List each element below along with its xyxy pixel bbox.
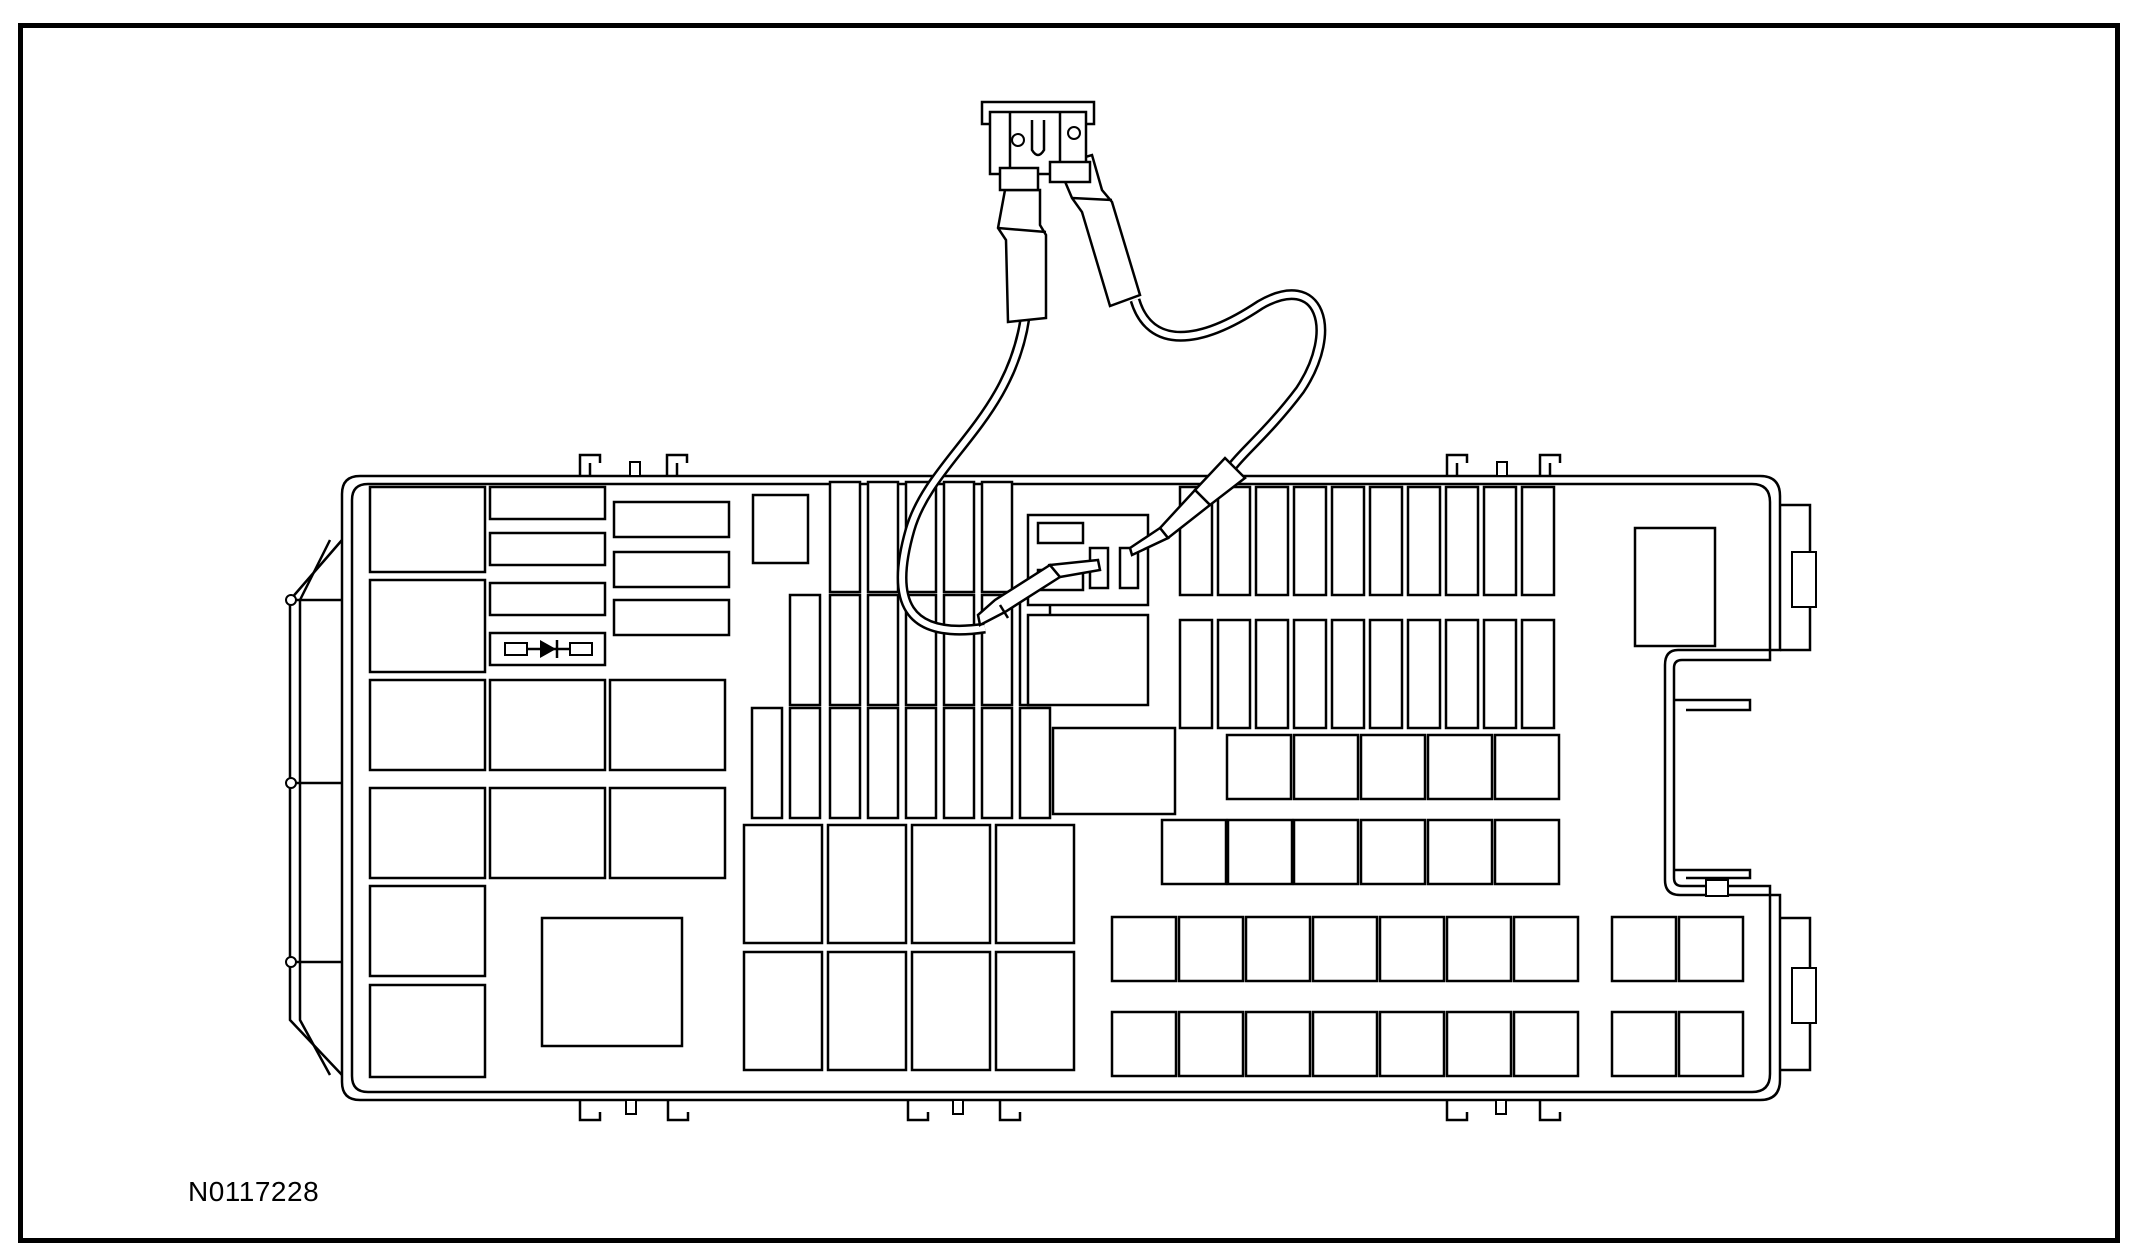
fused-jumper-wire <box>896 100 1327 636</box>
left-probe-tip <box>976 558 1102 627</box>
figure-id-label: N0117228 <box>188 1176 320 1207</box>
center-fuse-section <box>742 480 1076 1072</box>
fuse-box-housing <box>285 453 1817 1122</box>
left-relay-section <box>368 485 731 1079</box>
diode-icon <box>504 640 593 658</box>
right-fuse-banks <box>1110 485 1745 1078</box>
right-probe-tip <box>1128 456 1247 557</box>
blade-fuse <box>980 100 1096 192</box>
